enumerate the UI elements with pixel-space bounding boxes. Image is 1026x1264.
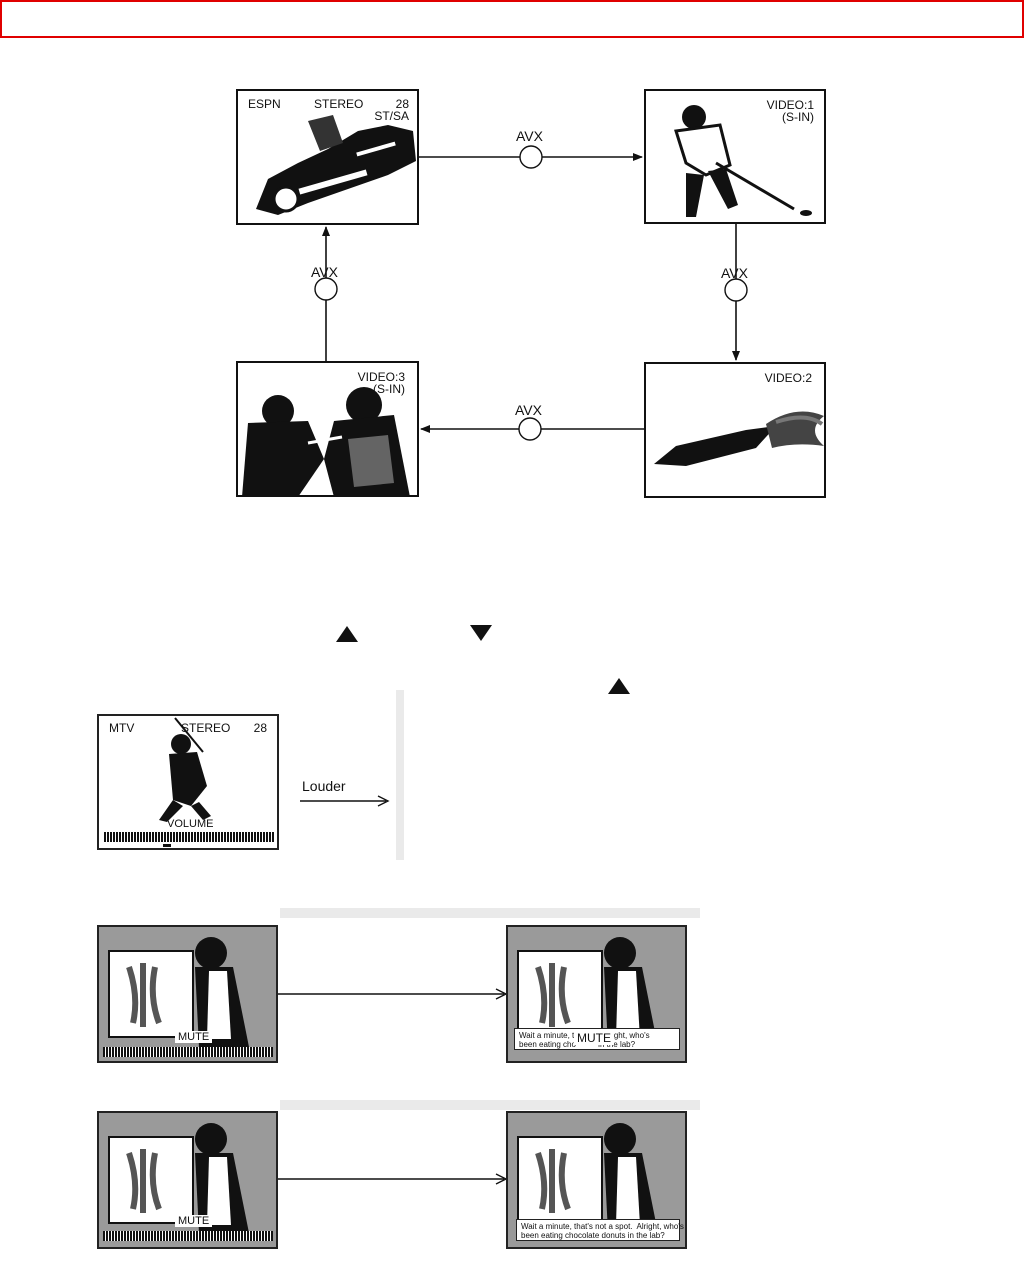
mute-screen-after-2: Wait a minute, that's not a spot. Alrigh… <box>506 1111 687 1249</box>
mute-tag: MUTE <box>175 1031 212 1043</box>
volume-bar <box>103 1231 273 1241</box>
cycle-arrows <box>0 0 1026 520</box>
xray-scene-image <box>99 1113 278 1249</box>
avx-button-icon <box>519 418 541 440</box>
avx-button-icon <box>520 146 542 168</box>
avx-label: AVX <box>515 402 542 418</box>
faded-text-area <box>396 690 404 860</box>
avx-label: AVX <box>311 264 338 280</box>
louder-arrow <box>300 795 390 807</box>
mute-screen-before-2: MUTE <box>97 1111 278 1249</box>
mute-tag: MUTE <box>574 1031 614 1045</box>
up-triangle-icon <box>336 626 358 642</box>
mute-screen-after-1: Wait a minute, t it. Alright, who's been… <box>506 925 687 1063</box>
volume-bar <box>104 832 274 842</box>
mute-tag: MUTE <box>175 1215 212 1227</box>
avx-button-icon <box>725 279 747 301</box>
faded-text-area <box>280 908 700 918</box>
closed-caption-box: Wait a minute, that's not a spot. Alrigh… <box>516 1219 680 1241</box>
mute-arrow <box>278 1172 508 1186</box>
mtv-volume-screen: MTV STEREO 28 VOLUME <box>97 714 279 850</box>
up-triangle-icon <box>608 678 630 694</box>
avx-label: AVX <box>516 128 543 144</box>
mute-arrow <box>278 987 508 1001</box>
osd-volume-label: VOLUME <box>167 818 213 830</box>
volume-marker <box>163 844 171 847</box>
down-triangle-icon <box>470 625 492 641</box>
faded-text-area <box>280 1100 700 1110</box>
avx-label: AVX <box>721 265 748 281</box>
louder-label: Louder <box>302 778 346 794</box>
volume-bar <box>103 1047 273 1057</box>
mute-screen-before-1: MUTE <box>97 925 278 1063</box>
avx-button-icon <box>315 278 337 300</box>
